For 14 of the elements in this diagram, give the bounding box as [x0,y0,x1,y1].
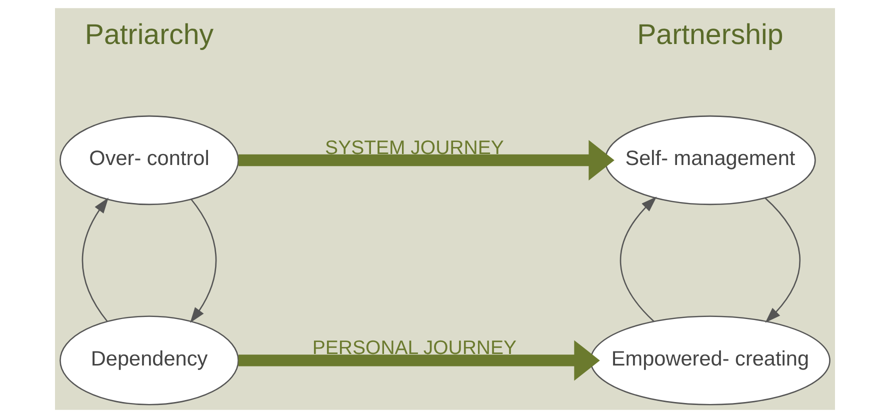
arrow [190,198,216,323]
arrow [238,140,614,180]
arrow [81,198,108,322]
arrow [764,198,800,323]
edge-label: SYSTEM JOURNEY [324,136,504,159]
node-ellipse: Over- control [59,115,238,206]
node-ellipse: Self- management [604,115,816,206]
arrow [238,340,600,381]
label: Patriarchy [84,19,214,52]
node-ellipse: Dependency [59,316,238,406]
arrow [620,196,656,322]
edge-label: PERSONAL JOURNEY [312,336,516,359]
node-ellipse: Empowered- creating [589,316,830,406]
label: Partnership [636,19,783,52]
